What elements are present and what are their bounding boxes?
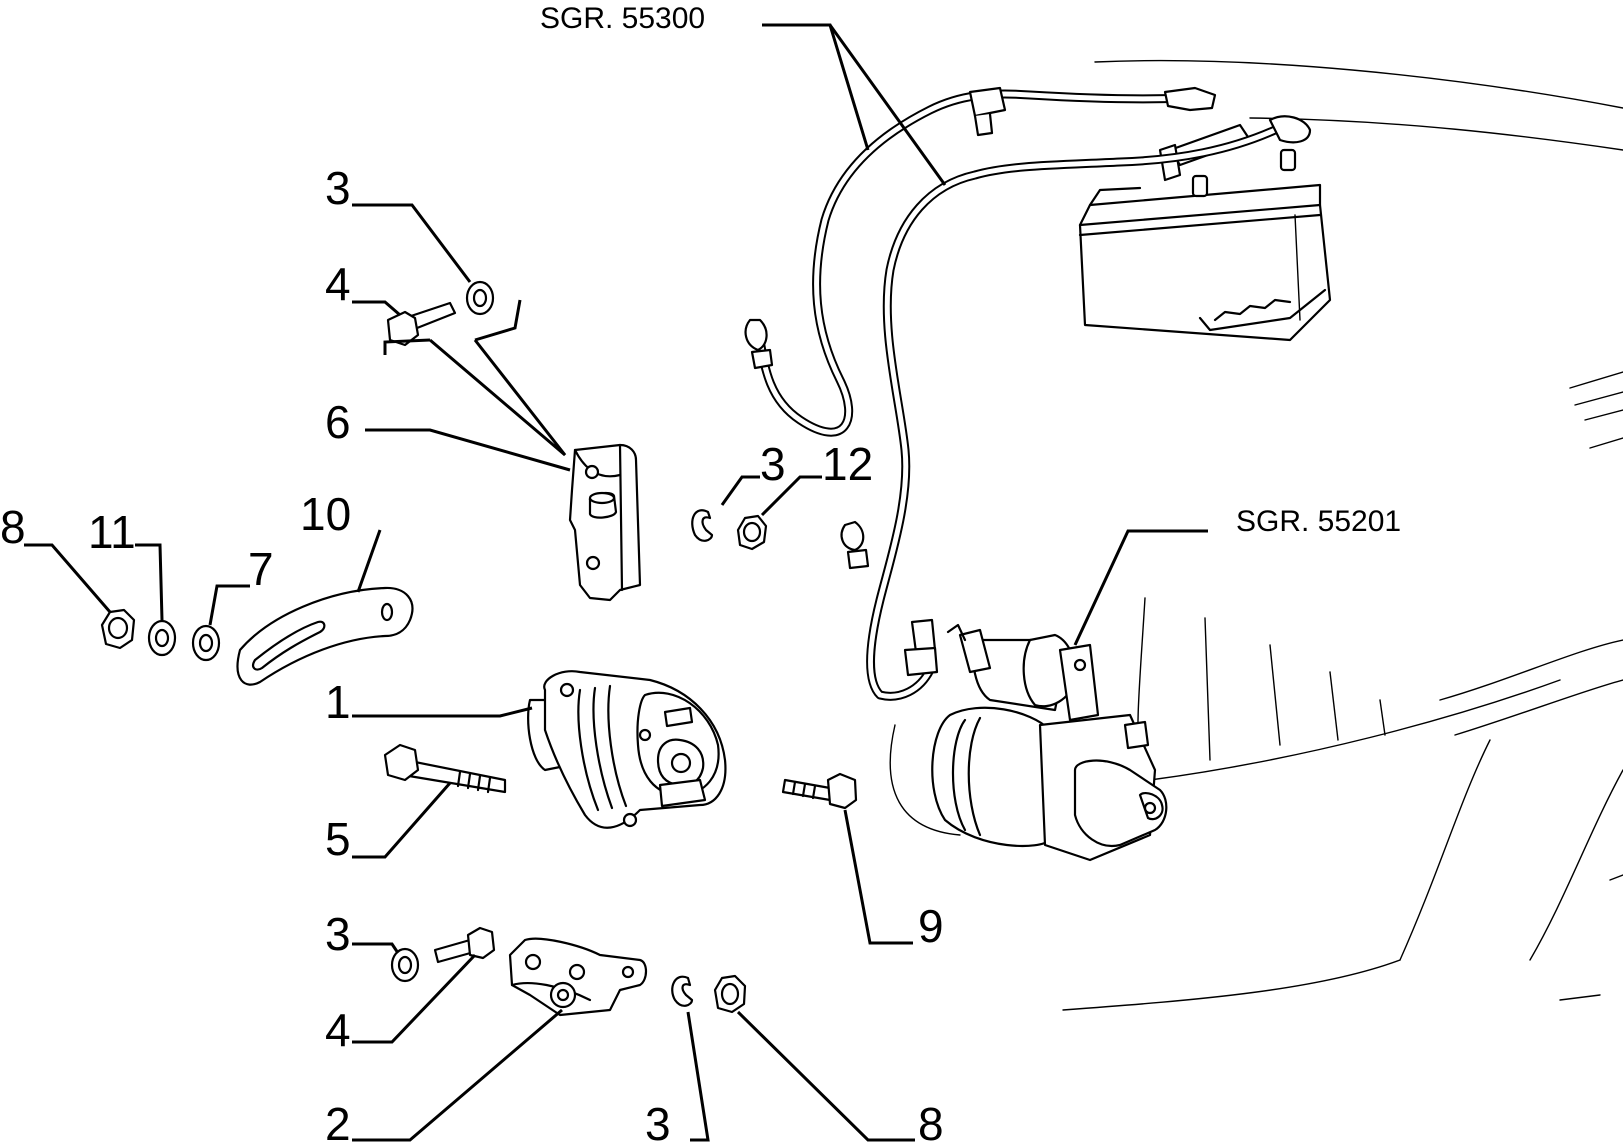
alternator (527, 670, 727, 829)
callout-adjust-strap: 10 (300, 488, 351, 540)
callout-washer-left: 11 (88, 506, 136, 558)
ref-battery-cable-group: SGR. 55300 (540, 2, 705, 35)
adjust-strap (236, 586, 414, 686)
upper-bracket (568, 443, 642, 602)
callout-washer-bottom: 3 (325, 908, 351, 960)
bolt-bottom (433, 926, 496, 964)
lower-bracket (508, 937, 648, 1017)
callout-nut-mid: 12 (822, 438, 873, 490)
callout-upper-bracket: 6 (325, 396, 351, 448)
clip-bottom (671, 975, 694, 1007)
starter-motor (931, 623, 1168, 862)
callout-long-bolt: 5 (325, 813, 351, 865)
callout-clip-bottom: 3 (645, 1098, 671, 1144)
callout-bolt-bottom: 4 (325, 1004, 351, 1056)
long-bolt (383, 743, 507, 794)
battery-cables (744, 86, 1312, 701)
washer-top (465, 280, 495, 316)
bolt-right (781, 772, 858, 810)
callout-bolt-top: 4 (325, 258, 351, 310)
callout-spacer-left: 7 (248, 543, 274, 595)
callout-bolt-right: 9 (918, 900, 944, 952)
callout-nut-left: 8 (0, 501, 26, 553)
callout-lower-bracket: 2 (325, 1098, 351, 1144)
callout-clip-mid: 3 (760, 438, 786, 490)
callout-washer-top: 3 (325, 162, 351, 214)
spacer-left (191, 624, 221, 662)
leader-lines (24, 23, 1208, 1142)
callout-nut-bottom: 8 (918, 1098, 944, 1144)
clip-mid (691, 509, 714, 542)
callout-labels: 3 4 6 8 11 7 10 1 5 3 12 9 3 4 2 3 8 SGR… (0, 2, 1401, 1144)
bolt-top (386, 301, 457, 347)
ref-starter-motor-group: SGR. 55201 (1236, 505, 1401, 538)
callout-alternator: 1 (325, 676, 351, 728)
car-body-outline (889, 59, 1623, 1011)
nut-bottom (713, 974, 747, 1014)
nut-left (100, 608, 136, 650)
washer-bottom (390, 947, 420, 983)
washer-left (147, 619, 177, 657)
nut-mid (736, 514, 768, 551)
battery (1078, 123, 1332, 342)
